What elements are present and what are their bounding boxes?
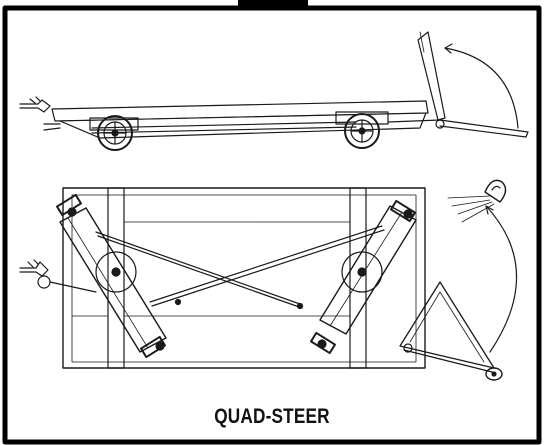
arc-arrowhead bbox=[444, 43, 453, 54]
deck-inner bbox=[71, 194, 417, 363]
rear-wheel-side bbox=[344, 113, 380, 149]
crossed-tie-rods bbox=[95, 225, 385, 310]
figure-caption: QUAD-STEER bbox=[214, 405, 330, 428]
tow-bar-raise-arc bbox=[444, 47, 519, 129]
front-turntable bbox=[95, 251, 137, 293]
crossbar-rear bbox=[349, 187, 367, 369]
rear-steer-arm bbox=[310, 199, 417, 355]
hand-icon-top bbox=[19, 259, 97, 293]
top-view bbox=[19, 179, 518, 381]
outer-border bbox=[2, 5, 542, 445]
front-steer-arm bbox=[56, 193, 167, 359]
tow-bar-raised bbox=[417, 31, 446, 121]
deck-outline bbox=[62, 187, 426, 369]
tow-bar-swing-arc bbox=[485, 205, 518, 353]
side-view bbox=[19, 31, 529, 151]
top-tab bbox=[238, 0, 308, 8]
tow-handle-loop bbox=[447, 179, 507, 223]
drag-link-side-2 bbox=[91, 126, 357, 134]
drag-link-side bbox=[91, 121, 357, 129]
swing-arrowhead bbox=[485, 205, 494, 215]
tow-tongue bbox=[399, 281, 503, 381]
crossbar-front bbox=[107, 187, 125, 369]
tow-bar-lowered bbox=[387, 119, 529, 138]
hand-icon-side bbox=[19, 96, 61, 131]
tow-bar-pivot bbox=[435, 119, 445, 129]
deck-side bbox=[51, 100, 429, 122]
rear-turntable bbox=[341, 251, 383, 293]
front-wheel-side bbox=[97, 115, 133, 151]
